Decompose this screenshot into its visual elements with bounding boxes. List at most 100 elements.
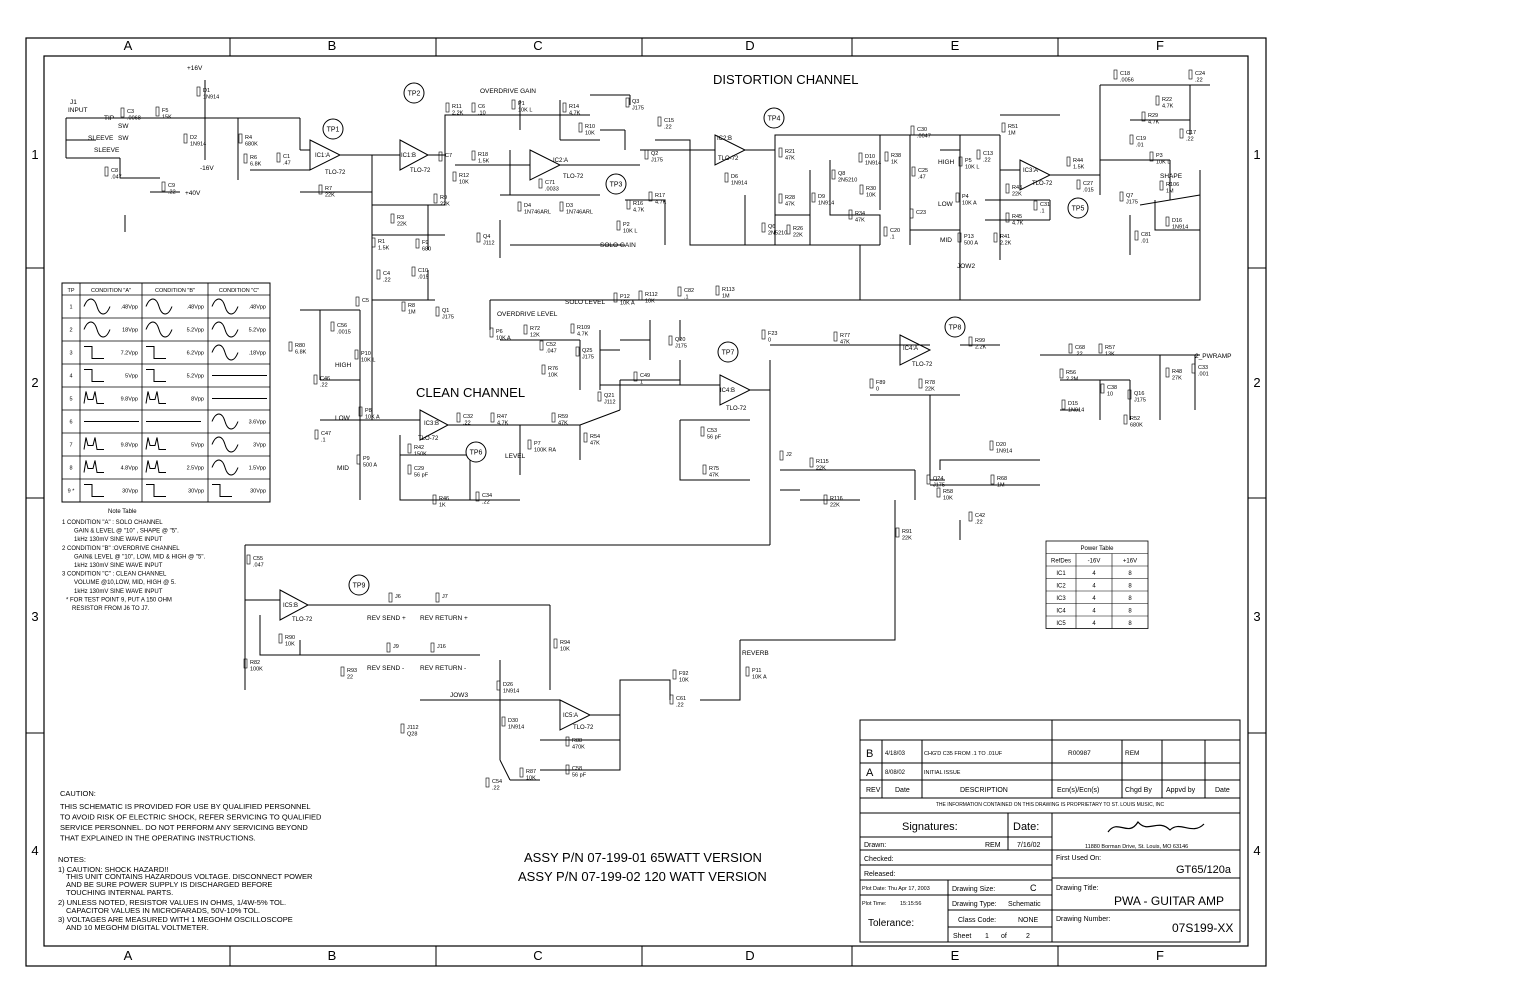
zone-row-right-2: 2 [1253,375,1260,390]
component-q1: Q1 [442,308,449,314]
opamp-ic3-b: IC3:B [424,421,439,427]
test-point-label: TP5 [1072,206,1085,213]
waveform-square-icon [84,484,104,497]
component-d15: D15 [1068,401,1078,407]
component-value: 1N914 [1172,225,1188,231]
component-r10: R10 [585,124,595,130]
rev-b-chgd: REM [1125,750,1139,757]
note-table-line: GAIN& LEVEL @ "10", LOW, MID & HIGH @ "5… [74,554,206,560]
component-c27: C27 [1083,181,1093,187]
drawing-size: C [1030,883,1037,893]
component-c1: C1 [283,154,290,160]
waveform-sine-icon [211,459,239,476]
signal-table-value: 2.5Vpp [187,466,204,472]
component-value: 2N5210 [838,178,857,184]
zone-col-bottom-A: A [124,948,133,963]
component-r3: R3 [397,215,404,221]
opamp-ic3-a: IC3:A [1023,168,1038,174]
notes-line: 2) UNLESS NOTED, RESISTOR VALUES IN OHMS… [58,898,286,907]
component-q20: Q20 [675,337,685,343]
component-c25: C25 [918,168,928,174]
drawing-number: 07S199-XX [1172,921,1233,935]
note-table-line: 1kHz 130mV SINE WAVE INPUT [74,563,163,569]
component-q16: Q16 [1134,391,1144,397]
component-value: 15K [162,115,172,121]
input-sleeve-sw-label: SW [118,135,129,142]
signal-table-tp: 4 [69,374,72,380]
component-value: J175 [582,355,594,361]
component-value: 10K L [1156,160,1170,166]
component-value: 13K [1105,352,1115,358]
notes-line: THIS UNIT CONTAINS HAZARDOUS VOLTAGE. DI… [66,872,313,881]
component-j112: J112 [407,725,419,731]
component-c18: C18 [1120,71,1130,77]
component-p7: P7 [534,441,541,447]
component-r34: R34 [855,211,865,217]
component-value: .1 [684,295,689,301]
component-r43: R43 [1012,185,1022,191]
component-value: 47K [840,340,850,346]
component-value: 22K [325,193,335,199]
component-r88: R88 [572,738,582,744]
caution-block: CAUTION:THIS SCHEMATIC IS PROVIDED FOR U… [60,789,322,843]
overdrive-gain-label: OVERDRIVE GAIN [480,88,536,95]
rev-send-plus-label: REV SEND + [367,615,406,622]
rev-header-appvd: Appvd by [1166,787,1196,794]
component-value: J175 [1126,200,1138,206]
component-value: 47K [785,202,795,208]
component-value: 10K A [365,415,380,421]
component-value: 47K [590,441,600,447]
component-p11: P11 [752,668,761,674]
note-table-line: * FOR TEST POINT 9, PUT A 150 OHM [66,597,172,603]
component-value: 10K [560,647,570,653]
component-value: 4.7K [1148,120,1160,126]
drawing-title-label: Drawing Title: [1056,885,1098,892]
zone-col-bottom-C: C [533,948,542,963]
opamp-part-label: TLO-72 [573,725,594,731]
waveform-square-icon [146,346,166,359]
power-table-header: -16V [1088,559,1101,565]
jow2-label: JOW2 [957,263,975,270]
component-j16: J16 [437,644,446,650]
title-block [859,719,1241,943]
component-value: .0068 [127,116,141,122]
component-r9: R9 [440,195,447,201]
waveform-spiky-icon [83,460,104,473]
test-point-label: TP7 [722,350,735,357]
drawn-label: Drawn: [864,842,886,849]
component-c10: C10 [418,268,428,274]
signal-table-value: 18Vpp [122,328,138,334]
released-label: Released: [864,871,896,878]
opamp-part-label: TLO-72 [418,436,439,442]
opamp-part-label: TLO-72 [410,168,431,174]
component-value: .22 [1186,137,1194,143]
zone-col-top-B: B [328,38,337,53]
component-value: .47 [918,175,926,181]
sheet-of: of [1001,933,1007,940]
schematic-wiring [65,80,1210,781]
assy-line-2: ASSY P/N 07-199-02 120 WATT VERSION [518,869,767,884]
rev-b-desc: CHG'D C35 FROM .1 TO .01UF [924,751,1003,757]
component-p9: P9 [363,456,370,462]
signal-table-value: .48Vpp [121,305,138,311]
component-r115: R115 [816,459,829,465]
test-point-label: TP9 [353,583,366,590]
power-table-cell: 8 [1128,596,1132,602]
company-logo-mark [1107,820,1205,833]
signal-table-value: 30Vpp [250,489,266,495]
component-value: J175 [1134,398,1146,404]
power-table-cell: 8 [1128,621,1132,627]
signal-table-value: 3.6Vpp [249,420,266,426]
component-r12: R12 [459,173,469,179]
test-point-label: TP4 [768,116,781,123]
zone-col-top-C: C [533,38,542,53]
zone-row-left-2: 2 [31,375,38,390]
power-table-cell: 4 [1092,621,1096,627]
component-r93: R93 [347,668,357,674]
component-c7: C7 [445,153,452,159]
component-c42: C42 [975,513,985,519]
component-value: .22 [492,786,500,792]
component-value: 4.7K [633,208,645,214]
component-r45: R45 [1012,214,1022,220]
